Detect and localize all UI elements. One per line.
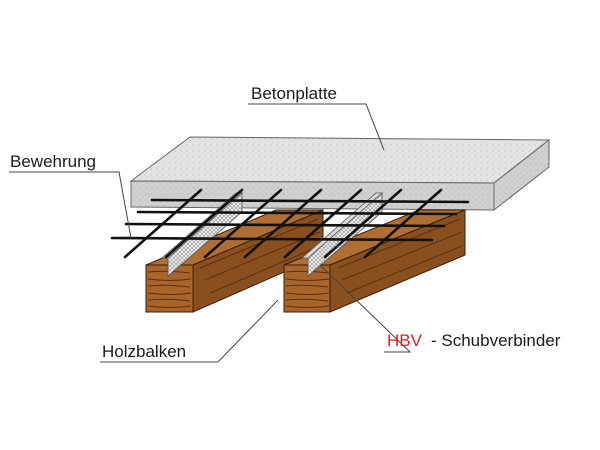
leader-connector <box>319 264 412 353</box>
slab-top-face <box>129 136 551 184</box>
label-slab: Betonplatte <box>251 84 337 103</box>
label-connector-suffix: - Schubverbinder <box>431 331 561 350</box>
leader-beam <box>100 299 279 363</box>
label-beam: Holzbalken <box>102 342 186 361</box>
slab-front-face <box>130 180 495 211</box>
leader-lines <box>9 103 412 363</box>
label-rebar: Bewehrung <box>10 152 96 171</box>
reinforcement-bars <box>110 188 470 259</box>
beam-right-front <box>283 264 331 313</box>
beam-left-grain <box>147 218 321 308</box>
leader-rebar <box>9 171 132 239</box>
leader-slab <box>248 103 385 151</box>
label-connector-prefix: HBV <box>387 331 423 350</box>
slab-right-face <box>493 138 550 212</box>
